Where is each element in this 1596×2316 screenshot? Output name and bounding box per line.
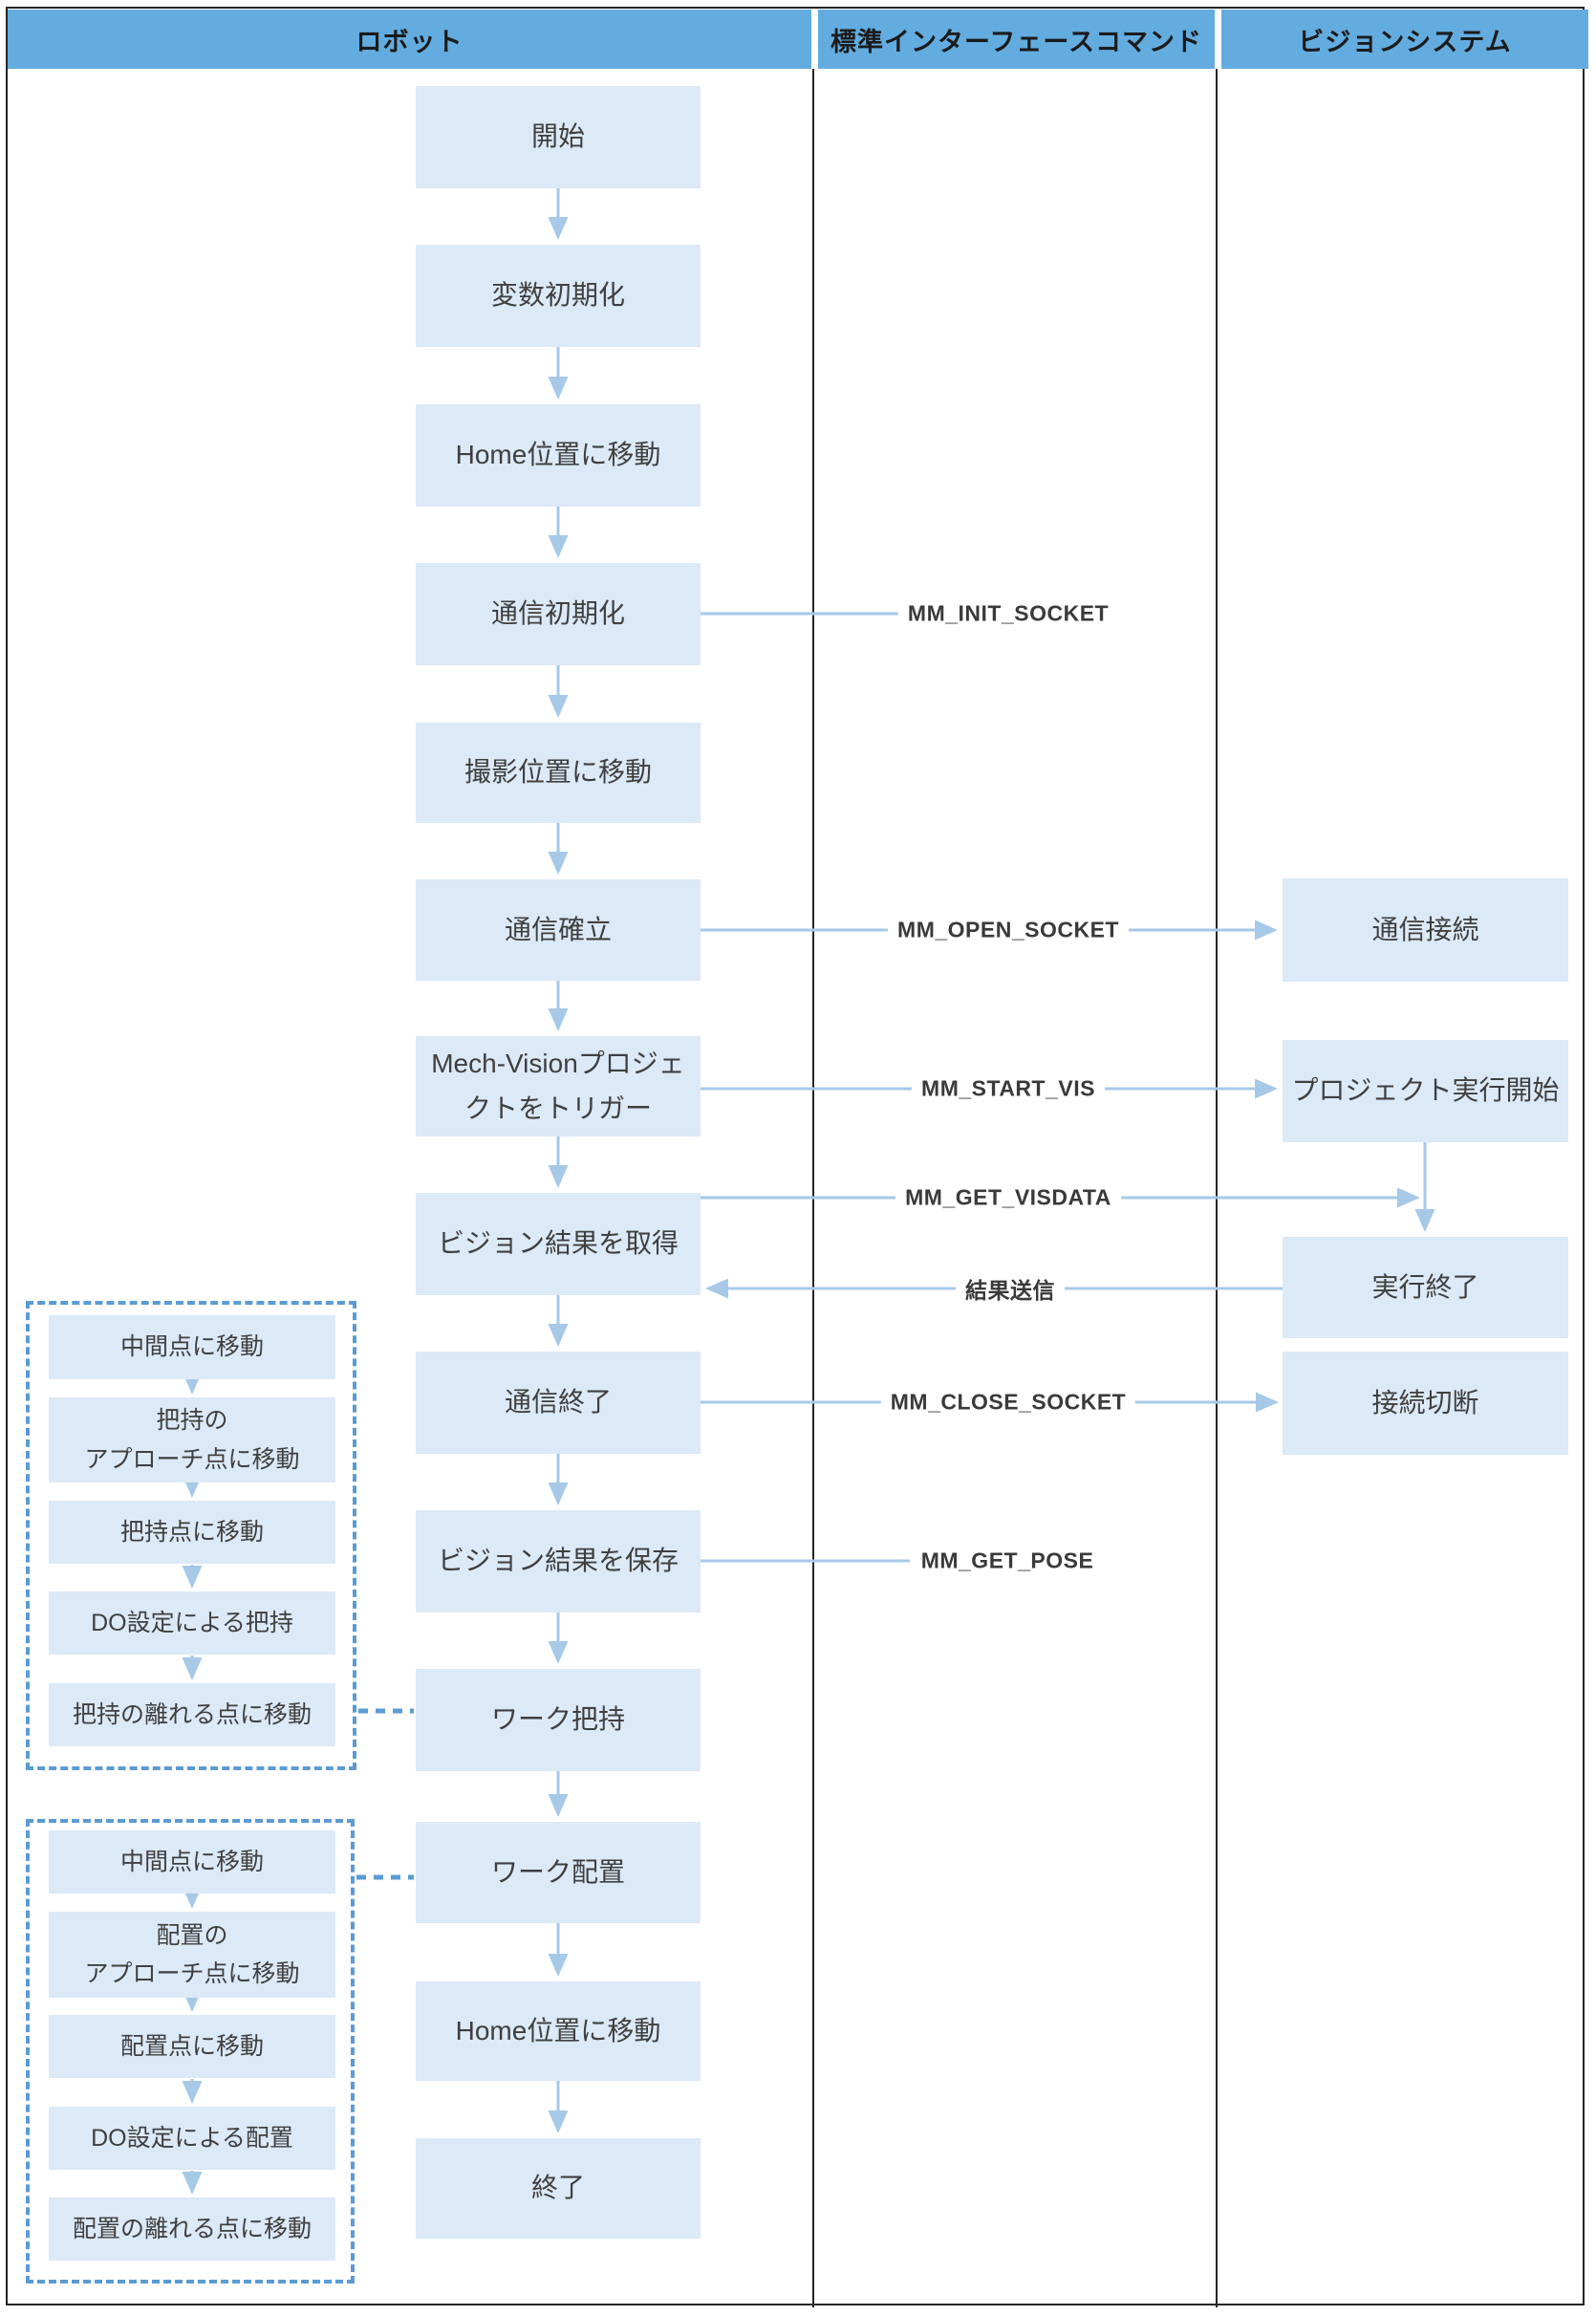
grasp-label: 把持の離れる点に移動: [72, 1700, 312, 1728]
command-label-mm-init-socket: MM_INIT_SOCKET: [897, 600, 1119, 627]
flow-label: 変数初期化: [490, 280, 625, 311]
place-step-do-place: DO設定による配置: [49, 2107, 335, 2170]
flow-label: ワーク把持: [490, 1704, 625, 1735]
flow-box-trigger-project: Mech-Visionプロジェ クトをトリガー: [416, 1036, 701, 1136]
place-label: 配置の離れる点に移動: [72, 2215, 312, 2242]
flow-label: 通信初期化: [490, 598, 625, 629]
place-label: 配置の アプローチ点に移動: [84, 1921, 300, 1988]
grasp-step-midpoint: 中間点に移動: [49, 1315, 335, 1379]
flow-box-start: 開始: [416, 86, 701, 188]
flow-box-close-comm: 通信終了: [416, 1352, 701, 1454]
flow-label: 終了: [530, 2173, 585, 2203]
header-label-commands: 標準インターフェースコマンド: [830, 27, 1203, 56]
column-divider-1: [812, 69, 814, 2307]
flow-label: ワーク配置: [490, 1856, 625, 1887]
flow-label: Home位置に移動: [455, 440, 661, 470]
place-step-approach: 配置の アプローチ点に移動: [49, 1912, 335, 1998]
command-label-mm-start-vis: MM_START_VIS: [912, 1075, 1105, 1102]
flow-box-init-variables: 変数初期化: [416, 245, 701, 347]
flow-box-grasp-workpiece: ワーク把持: [416, 1669, 701, 1771]
flow-label: 開始: [530, 121, 585, 152]
header-cell-robot: ロボット: [8, 10, 811, 69]
header-label-vision: ビジョンシステム: [1298, 27, 1512, 56]
flow-box-establish-comm: 通信確立: [416, 879, 701, 981]
place-step-depart: 配置の離れる点に移動: [49, 2197, 335, 2261]
grasp-label: DO設定による把持: [91, 1609, 293, 1636]
grasp-step-do-grasp: DO設定による把持: [49, 1591, 335, 1655]
grasp-step-grasp-point: 把持点に移動: [49, 1501, 335, 1564]
flow-box-place-workpiece: ワーク配置: [416, 1822, 701, 1923]
flow-box-move-capture-pos: 撮影位置に移動: [416, 723, 701, 823]
grasp-step-depart: 把持の離れる点に移動: [49, 1683, 335, 1746]
header-label-robot: ロボット: [356, 27, 464, 56]
flow-box-move-home-2: Home位置に移動: [416, 1981, 701, 2081]
vision-label: 実行終了: [1371, 1271, 1479, 1302]
place-group-frame: [26, 1819, 355, 2284]
vision-box-project-start: プロジェクト実行開始: [1283, 1040, 1568, 1142]
flow-label: ビジョン結果を取得: [437, 1228, 679, 1259]
place-step-place-point: 配置点に移動: [49, 2015, 335, 2078]
grasp-label: 把持の アプローチ点に移動: [84, 1407, 300, 1473]
flow-label: ビジョン結果を保存: [437, 1546, 679, 1576]
header-cell-vision: ビジョンシステム: [1221, 10, 1588, 69]
flow-box-end: 終了: [416, 2138, 701, 2239]
vision-label: 通信接続: [1371, 914, 1479, 944]
header-cell-commands: 標準インターフェースコマンド: [818, 10, 1215, 69]
flow-box-move-home-1: Home位置に移動: [416, 404, 701, 507]
command-label-mm-close-socket: MM_CLOSE_SOCKET: [880, 1389, 1136, 1416]
command-label-mm-get-pose: MM_GET_POSE: [911, 1548, 1104, 1574]
command-label-mm-open-socket: MM_OPEN_SOCKET: [888, 917, 1129, 943]
place-label: 中間点に移動: [119, 1848, 264, 1875]
place-label: DO設定による配置: [91, 2124, 293, 2152]
flow-box-get-vision-result: ビジョン結果を取得: [416, 1193, 701, 1295]
flow-label: 通信終了: [504, 1387, 612, 1418]
vision-box-disconnect: 接続切断: [1283, 1352, 1568, 1455]
vision-label: プロジェクト実行開始: [1291, 1075, 1560, 1106]
flow-label: 通信確立: [504, 914, 612, 944]
grasp-step-approach: 把持の アプローチ点に移動: [49, 1397, 335, 1483]
column-divider-2: [1216, 69, 1218, 2307]
flow-label: Home位置に移動: [455, 2015, 661, 2045]
vision-label: 接続切断: [1371, 1387, 1479, 1418]
vision-box-project-finish: 実行終了: [1283, 1237, 1568, 1338]
grasp-label: 中間点に移動: [119, 1333, 264, 1361]
command-label-send-result: 結果送信: [956, 1272, 1065, 1305]
flow-box-save-vision-result: ビジョン結果を保存: [416, 1510, 701, 1613]
vision-box-connect: 通信接続: [1283, 878, 1568, 982]
diagram-border: [6, 7, 1585, 2305]
flow-box-init-comm: 通信初期化: [416, 563, 701, 665]
grasp-group-frame: [26, 1301, 356, 1770]
flow-label: 撮影位置に移動: [464, 757, 652, 788]
flow-label: Mech-Visionプロジェ クトをトリガー: [431, 1049, 685, 1123]
grasp-label: 把持点に移動: [119, 1518, 264, 1546]
place-label: 配置点に移動: [119, 2032, 264, 2060]
command-label-mm-get-visdata: MM_GET_VISDATA: [895, 1184, 1121, 1211]
place-step-midpoint: 中間点に移動: [49, 1830, 335, 1894]
